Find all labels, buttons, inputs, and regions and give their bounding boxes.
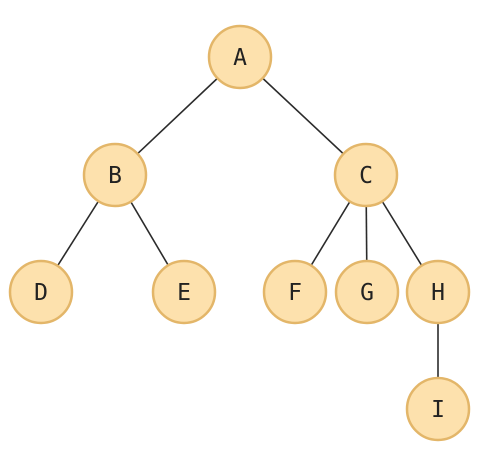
node-i: I xyxy=(405,376,471,442)
node-circle xyxy=(405,376,471,442)
node-label: A xyxy=(233,45,247,71)
node-c: C xyxy=(333,142,399,208)
node-circle xyxy=(333,142,399,208)
node-g: G xyxy=(334,259,400,325)
node-a: A xyxy=(207,24,273,90)
node-circle xyxy=(334,259,400,325)
node-label: C xyxy=(359,163,373,189)
node-label: E xyxy=(177,280,191,306)
node-e: E xyxy=(151,259,217,325)
edges-layer xyxy=(40,56,439,409)
node-circle xyxy=(262,259,328,325)
nodes-layer: A B C D E F G H I xyxy=(8,24,471,442)
node-label: B xyxy=(108,163,122,189)
node-circle xyxy=(8,259,74,325)
node-b: B xyxy=(82,142,148,208)
node-circle xyxy=(405,259,471,325)
node-circle xyxy=(151,259,217,325)
node-f: F xyxy=(262,259,328,325)
node-h: H xyxy=(405,259,471,325)
node-label: H xyxy=(431,280,445,306)
node-label: G xyxy=(360,280,374,306)
node-circle xyxy=(207,24,273,90)
node-circle xyxy=(82,142,148,208)
node-d: D xyxy=(8,259,74,325)
node-label: F xyxy=(288,280,302,306)
node-label: I xyxy=(431,397,445,423)
node-label: D xyxy=(34,280,48,306)
